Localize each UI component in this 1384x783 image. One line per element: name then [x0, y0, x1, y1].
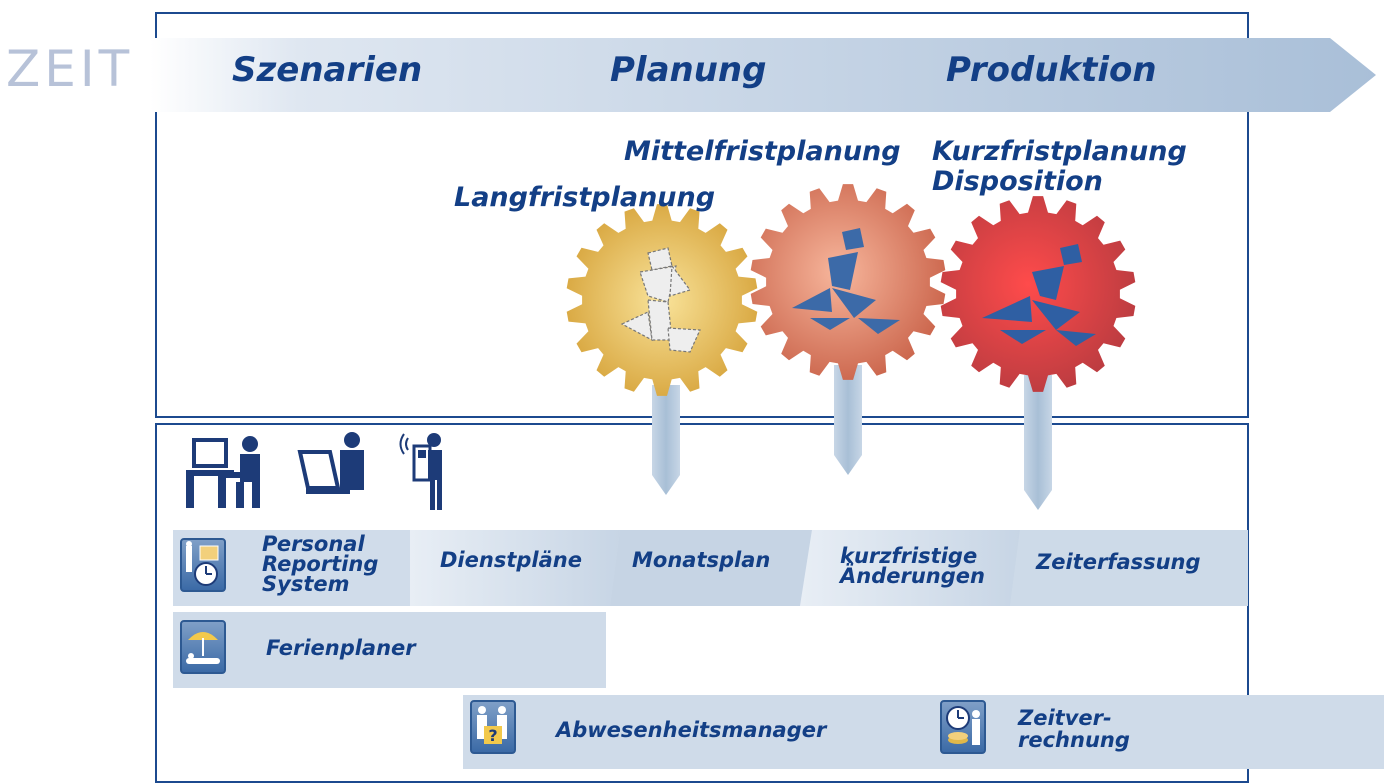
module-prs-line3[interactable]: System: [262, 572, 350, 596]
module-abwesenheitsmanager[interactable]: Abwesenheitsmanager: [556, 718, 827, 742]
stage-szenarien: Szenarien: [232, 50, 423, 90]
label-langfristplanung: Langfristplanung: [454, 182, 716, 213]
label-kurzfristplanung: Kurzfristplanung: [932, 136, 1187, 167]
module-monatsplan[interactable]: Monatsplan: [632, 548, 771, 572]
module-kurzfristige-line1[interactable]: kurzfristige: [840, 544, 978, 568]
module-kurzfristige-line2[interactable]: Änderungen: [840, 564, 985, 588]
label-disposition: Disposition: [932, 166, 1103, 197]
module-ferienplaner[interactable]: Ferienplaner: [266, 636, 416, 660]
upper-frame: [155, 12, 1249, 418]
time-label: ZEIT: [6, 40, 134, 98]
module-prs-line1[interactable]: Personal: [262, 532, 365, 556]
module-zeitverrechnung-line2[interactable]: rechnung: [1018, 728, 1130, 752]
ferienplaner-icon[interactable]: [180, 620, 226, 674]
stage-planung: Planung: [610, 50, 767, 90]
module-zeiterfassung[interactable]: Zeiterfassung: [1036, 550, 1201, 574]
stage-produktion: Produktion: [946, 50, 1157, 90]
abwesenheitsmanager-icon[interactable]: ?: [470, 700, 516, 754]
label-mittelfristplanung: Mittelfristplanung: [624, 136, 901, 167]
module-prs-line2[interactable]: Reporting: [262, 552, 379, 576]
personal-reporting-icon[interactable]: [180, 538, 226, 592]
svg-text:?: ?: [488, 726, 497, 745]
zeitverrechnung-icon[interactable]: [940, 700, 986, 754]
module-zeitverrechnung-line1[interactable]: Zeitver-: [1018, 706, 1112, 730]
module-dienstplaene[interactable]: Dienstpläne: [440, 548, 582, 572]
